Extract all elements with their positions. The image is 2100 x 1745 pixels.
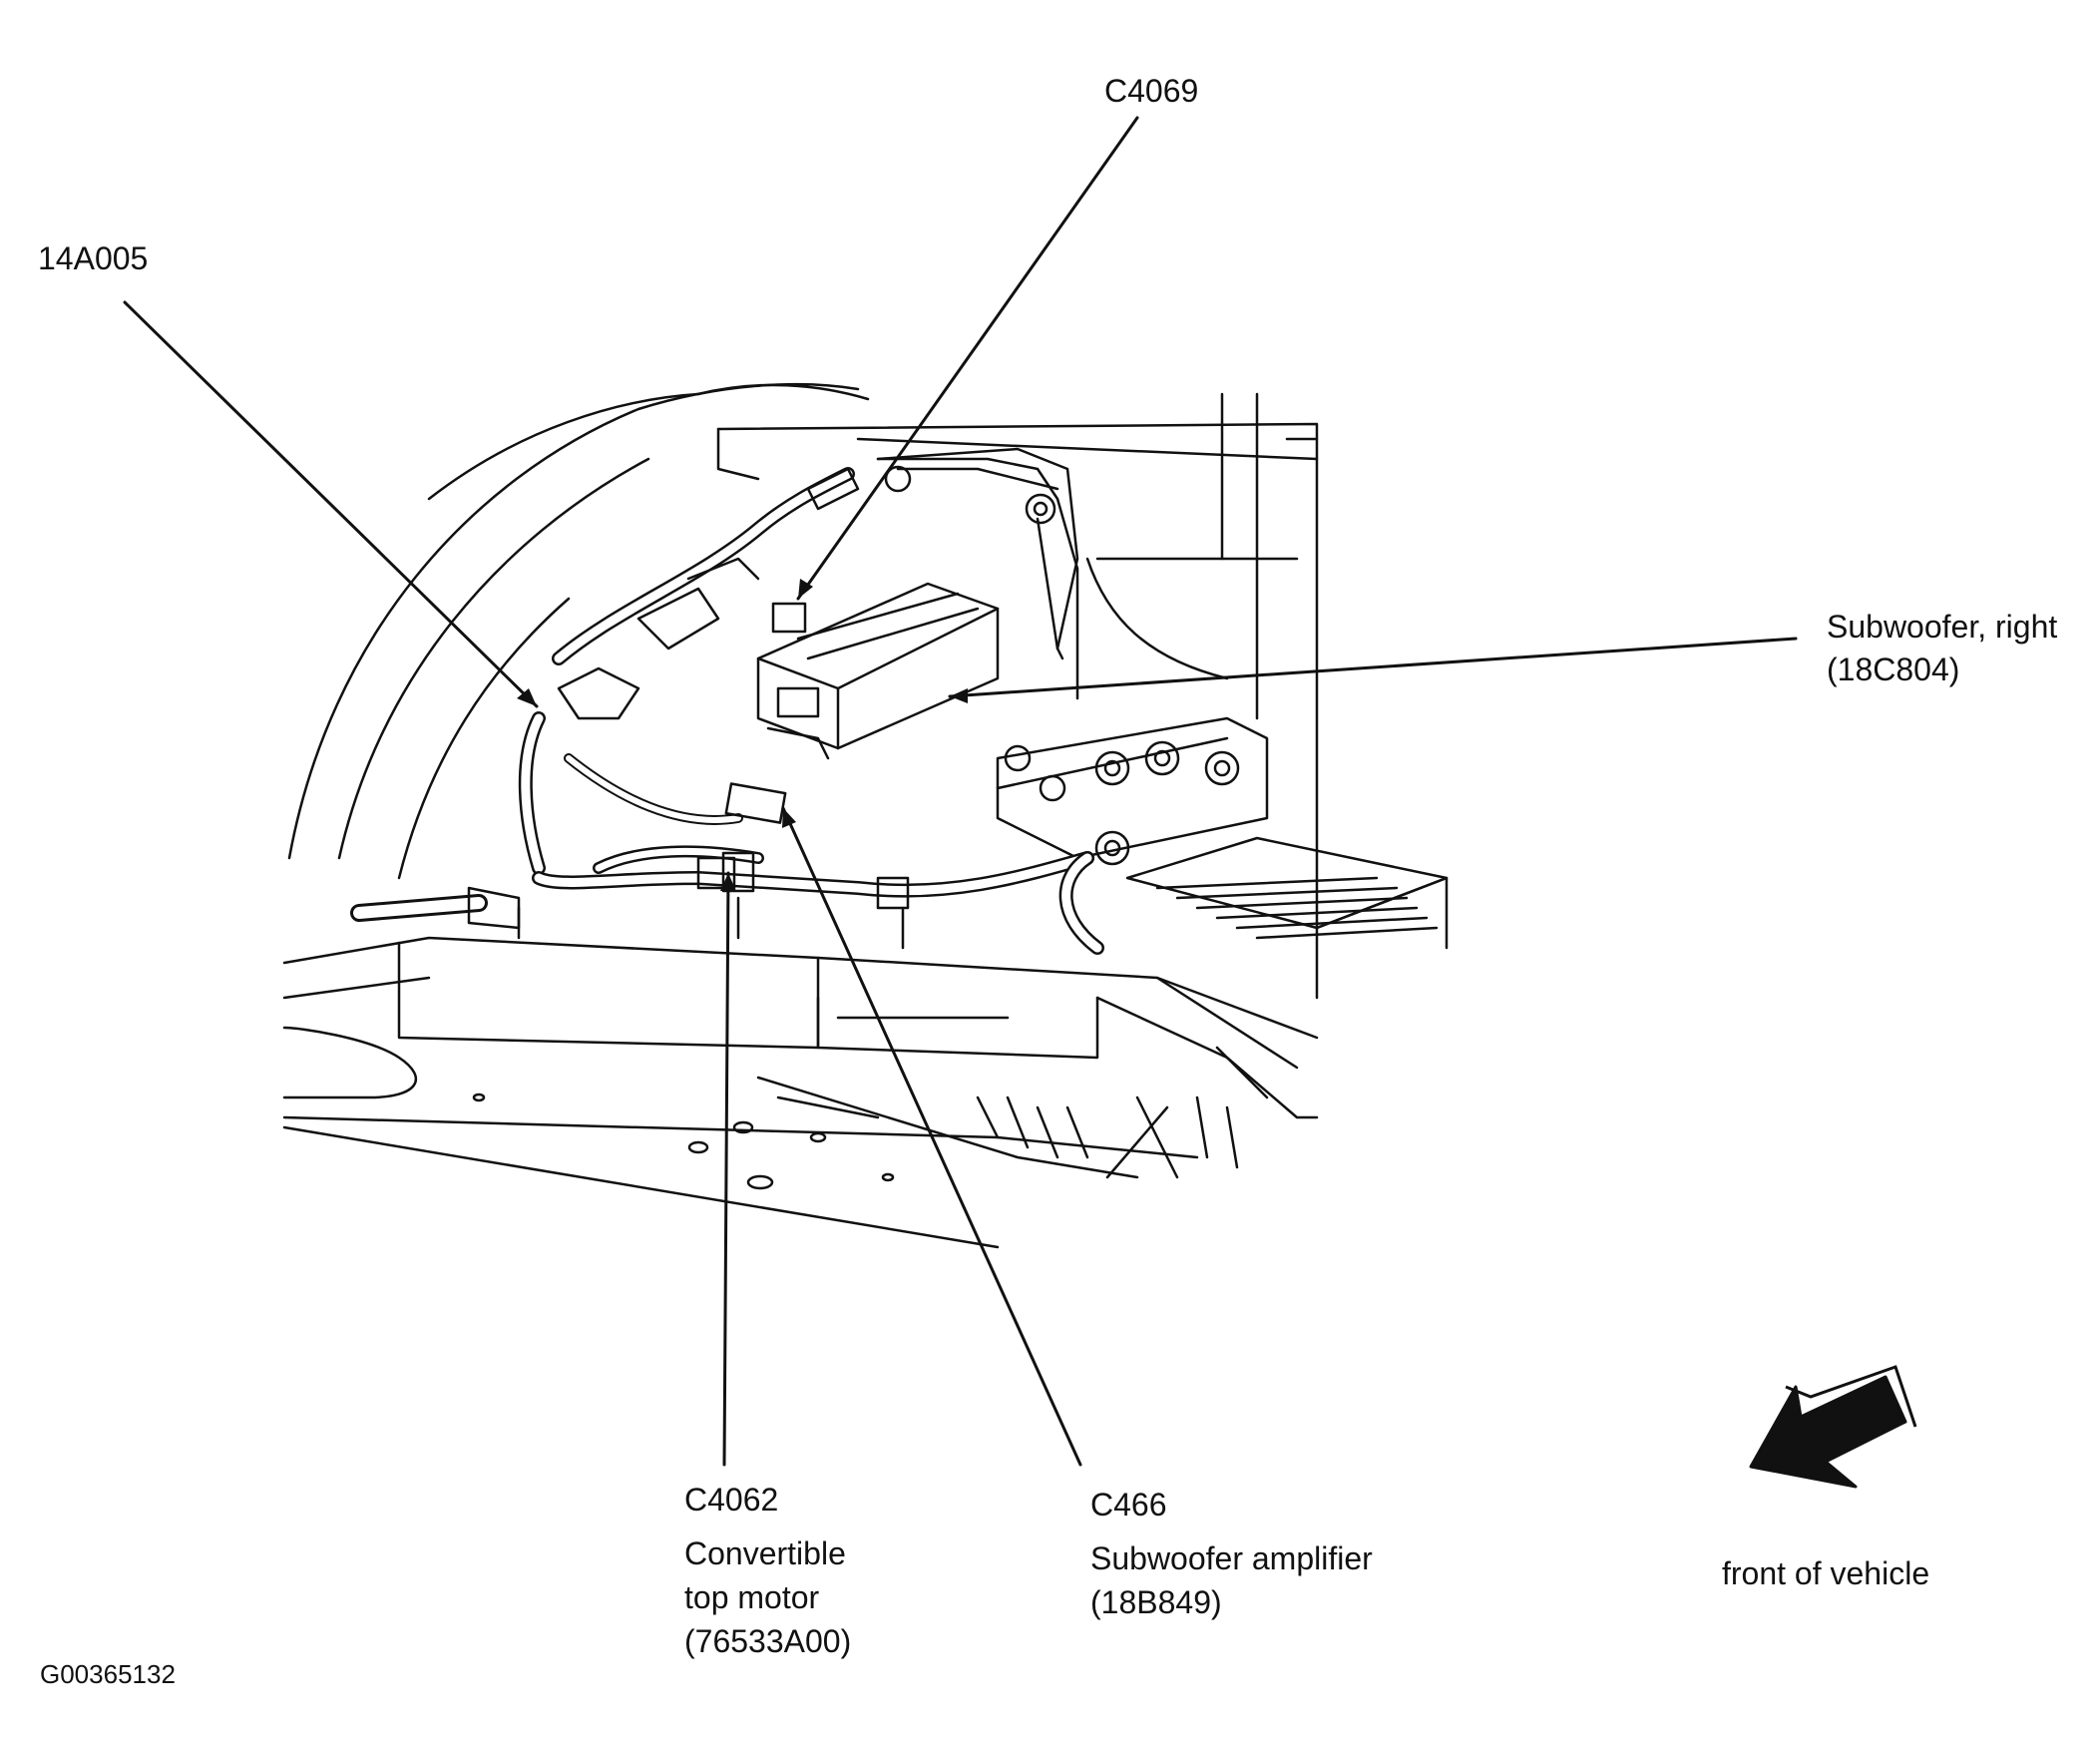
floor-ribs [976, 1095, 1239, 1169]
right-bracket-plate [996, 716, 1269, 866]
front-of-vehicle-label: front of vehicle [1722, 1552, 1929, 1595]
subwoofer-right-name: Subwoofer, right [1827, 609, 2058, 645]
subwoofer-amplifier-box [756, 582, 1000, 760]
subwoofer-right-part-number: (18C804) [1827, 652, 1960, 687]
wiring-harness-14a005 [350, 467, 1104, 955]
connector-id-c466: C466 [1090, 1487, 1167, 1523]
leader-lines [123, 116, 1798, 1467]
figure-id: G00365132 [40, 1653, 176, 1696]
floor-holes [472, 1092, 895, 1190]
harness-connectors [517, 467, 910, 950]
connector-label-c466: C466 Subwoofer amplifier (18B849) [1090, 1483, 1373, 1624]
connector-id-c4069: C4069 [1104, 73, 1199, 109]
harness-part-number: 14A005 [38, 240, 149, 276]
direction-text: front of vehicle [1722, 1555, 1930, 1591]
figure-id-text: G00365132 [40, 1659, 176, 1689]
front-direction-arrow-icon [1749, 1365, 1917, 1489]
c4062-description-line2: top motor [684, 1579, 820, 1615]
connector-id-c4062: C4062 [684, 1482, 779, 1518]
connector-label-c4062: C4062 Convertible top motor (76533A00) [684, 1478, 851, 1663]
wheel-well-outline [287, 382, 870, 880]
c4062-description-line1: Convertible [684, 1535, 846, 1571]
leader-arrowheads [517, 579, 968, 891]
subwoofer-right-label: Subwoofer, right (18C804) [1827, 606, 2057, 691]
c466-part-number: (18B849) [1090, 1584, 1222, 1620]
harness-label-14a005: 14A005 [38, 237, 148, 280]
trunk-floor [282, 936, 1319, 1249]
floor-grate [1125, 836, 1449, 950]
connector-label-c4069: C4069 [1104, 70, 1198, 113]
mounting-bracket [876, 457, 1079, 772]
c4062-part-number: (76533A00) [684, 1623, 852, 1659]
c466-description: Subwoofer amplifier [1090, 1540, 1373, 1576]
